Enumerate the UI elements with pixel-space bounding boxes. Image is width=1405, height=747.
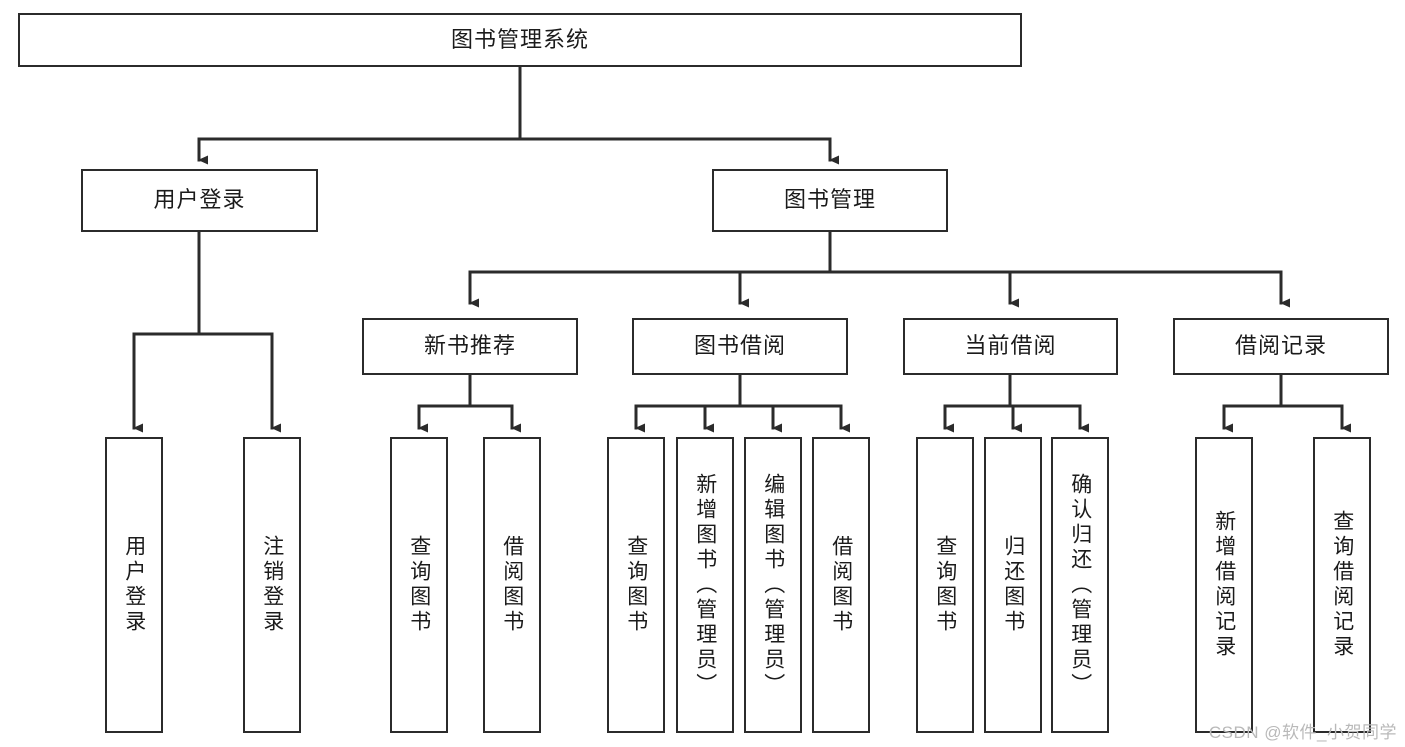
- node-book-borrow[interactable]: 图书借阅: [632, 318, 848, 375]
- leaf-confirm-return-admin[interactable]: 确认归还（管理员）: [1051, 437, 1109, 733]
- node-book-management[interactable]: 图书管理: [712, 169, 948, 232]
- leaf-query-book-recommend[interactable]: 查询图书: [390, 437, 448, 733]
- node-user-login[interactable]: 用户登录: [81, 169, 318, 232]
- leaf-add-borrow-record[interactable]: 新增借阅记录: [1195, 437, 1253, 733]
- node-new-book-recommend[interactable]: 新书推荐: [362, 318, 578, 375]
- node-borrow-record[interactable]: 借阅记录: [1173, 318, 1389, 375]
- leaf-query-borrow-record[interactable]: 查询借阅记录: [1313, 437, 1371, 733]
- leaf-query-book-borrow[interactable]: 查询图书: [607, 437, 665, 733]
- leaf-edit-book-admin[interactable]: 编辑图书（管理员）: [744, 437, 802, 733]
- leaf-borrow-book-borrow[interactable]: 借阅图书: [812, 437, 870, 733]
- leaf-logout-login[interactable]: 注销登录: [243, 437, 301, 733]
- leaf-query-book-current[interactable]: 查询图书: [916, 437, 974, 733]
- watermark: CSDN @软件_小贺同学: [1208, 723, 1397, 742]
- leaf-user-login[interactable]: 用户登录: [105, 437, 163, 733]
- leaf-return-book[interactable]: 归还图书: [984, 437, 1042, 733]
- leaf-borrow-book-recommend[interactable]: 借阅图书: [483, 437, 541, 733]
- leaf-add-book-admin[interactable]: 新增图书（管理员）: [676, 437, 734, 733]
- node-current-borrow[interactable]: 当前借阅: [903, 318, 1118, 375]
- node-root-book-management-system[interactable]: 图书管理系统: [18, 13, 1022, 67]
